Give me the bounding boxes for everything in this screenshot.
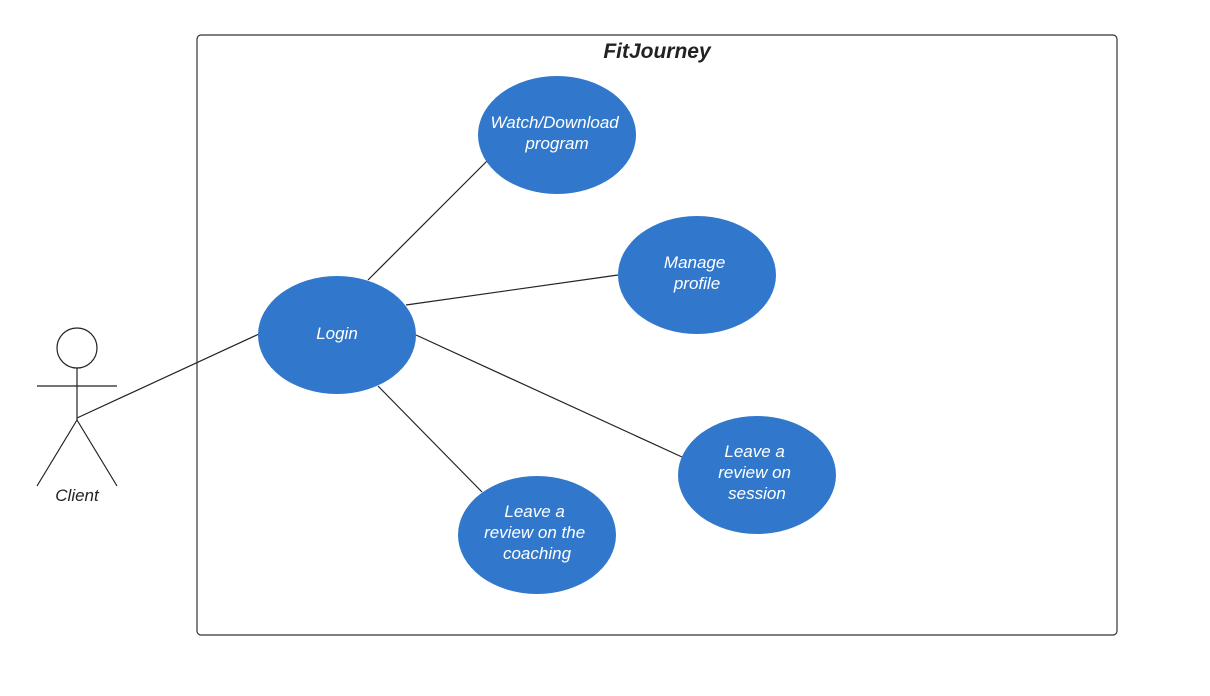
use-case-session-line-3: session — [728, 484, 786, 503]
use-case-watch-line-1: Watch/Download — [491, 113, 620, 132]
use-case-session-label: Leave a review on session — [718, 442, 796, 503]
use-case-login[interactable]: Login — [258, 276, 416, 394]
use-case-coaching-label: Leave a review on the coaching — [484, 502, 590, 563]
assoc-login-session — [415, 334, 683, 458]
use-case-watch-label: Watch/Download program — [491, 113, 624, 153]
use-case-session-ellipse — [678, 416, 836, 534]
associations — [76, 159, 683, 493]
use-case-login-ellipse — [258, 276, 416, 394]
assoc-login-manage — [405, 274, 619, 306]
actor-left-leg — [36, 419, 78, 487]
use-case-coaching-line-3: coaching — [503, 544, 572, 563]
use-case-review-coaching[interactable]: Leave a review on the coaching — [458, 476, 616, 594]
system-boundary-box — [196, 34, 1118, 636]
use-case-manage-ellipse — [618, 216, 776, 334]
use-case-watch-download-program[interactable]: Watch/Download program — [478, 76, 636, 194]
assoc-client-login — [76, 333, 260, 419]
actor-client[interactable]: Client — [36, 327, 118, 505]
use-case-watch-line-2: program — [524, 134, 588, 153]
actor-label: Client — [55, 486, 100, 505]
use-case-watch-ellipse — [478, 76, 636, 194]
system-title: FitJourney — [603, 40, 712, 63]
use-case-coaching-line-1: Leave a — [504, 502, 565, 521]
use-case-manage-line-1: Manage — [664, 253, 725, 272]
actor-head — [56, 327, 98, 369]
use-case-session-line-2: review on — [718, 463, 791, 482]
assoc-login-coaching — [377, 385, 483, 493]
use-case-login-line-1: Login — [316, 324, 358, 343]
use-case-manage-line-2: profile — [673, 274, 720, 293]
assoc-login-watch — [367, 159, 489, 281]
use-case-session-line-1: Leave a — [724, 442, 785, 461]
use-case-coaching-line-2: review on the — [484, 523, 585, 542]
use-case-manage-label: Manage profile — [664, 253, 730, 293]
actor-right-leg — [76, 419, 118, 487]
use-case-coaching-ellipse — [458, 476, 616, 594]
use-case-manage-profile[interactable]: Manage profile — [618, 216, 776, 334]
system-boundary: FitJourney — [196, 34, 1118, 636]
use-case-review-session[interactable]: Leave a review on session — [678, 416, 836, 534]
use-case-login-label: Login — [316, 324, 358, 343]
